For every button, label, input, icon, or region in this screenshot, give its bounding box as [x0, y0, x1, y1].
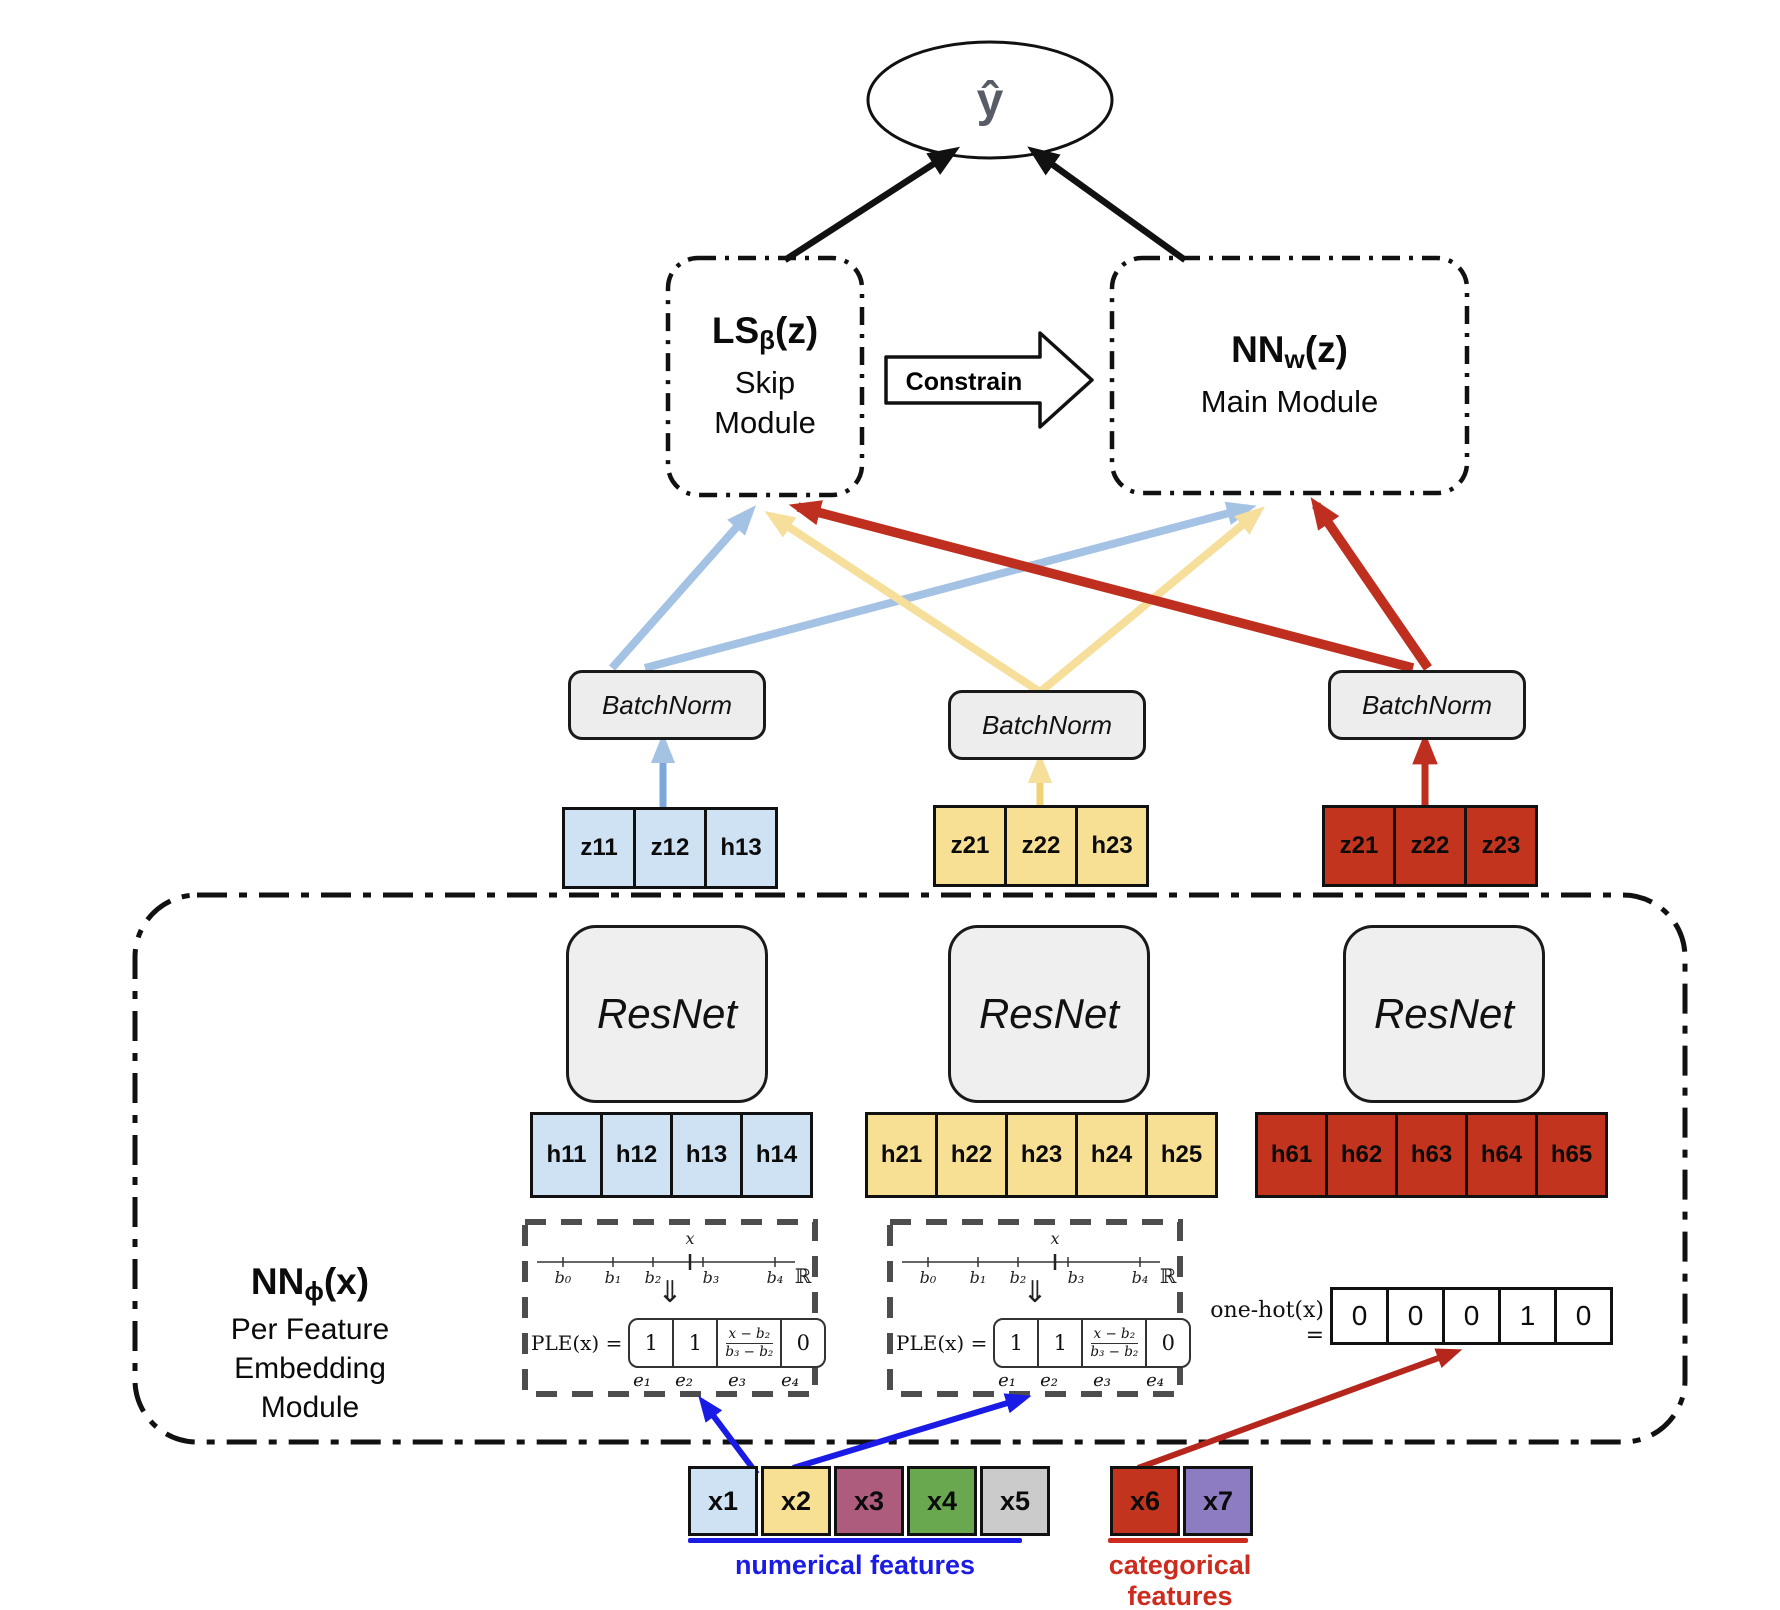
- ple-box-left-border: [522, 1219, 818, 1397]
- output-node-ellipse: [866, 40, 1114, 160]
- skip-module-border: [665, 255, 865, 498]
- ple-box-middle-border: [887, 1219, 1183, 1397]
- yellow-batchnorm-to-skip-arrow: [764, 511, 1043, 696]
- embedding-module-container: [132, 892, 1688, 1445]
- x1-to-ple-arrow: [698, 1395, 760, 1476]
- constrain-arrow-shape: [884, 331, 1094, 429]
- main-to-output-arrow: [1027, 146, 1187, 263]
- skip-to-output-arrow: [783, 146, 961, 263]
- blue-batchnorm-to-main-arrow: [643, 501, 1257, 672]
- red-batchnorm-to-main-arrow: [1310, 497, 1432, 671]
- blue-batchnorm-to-skip-arrow: [609, 505, 756, 671]
- red-batchnorm-to-skip-arrow: [788, 500, 1415, 673]
- x2-to-ple-arrow: [792, 1393, 1032, 1471]
- main-module-border: [1109, 255, 1470, 496]
- x6-to-onehot-arrow: [1136, 1348, 1463, 1471]
